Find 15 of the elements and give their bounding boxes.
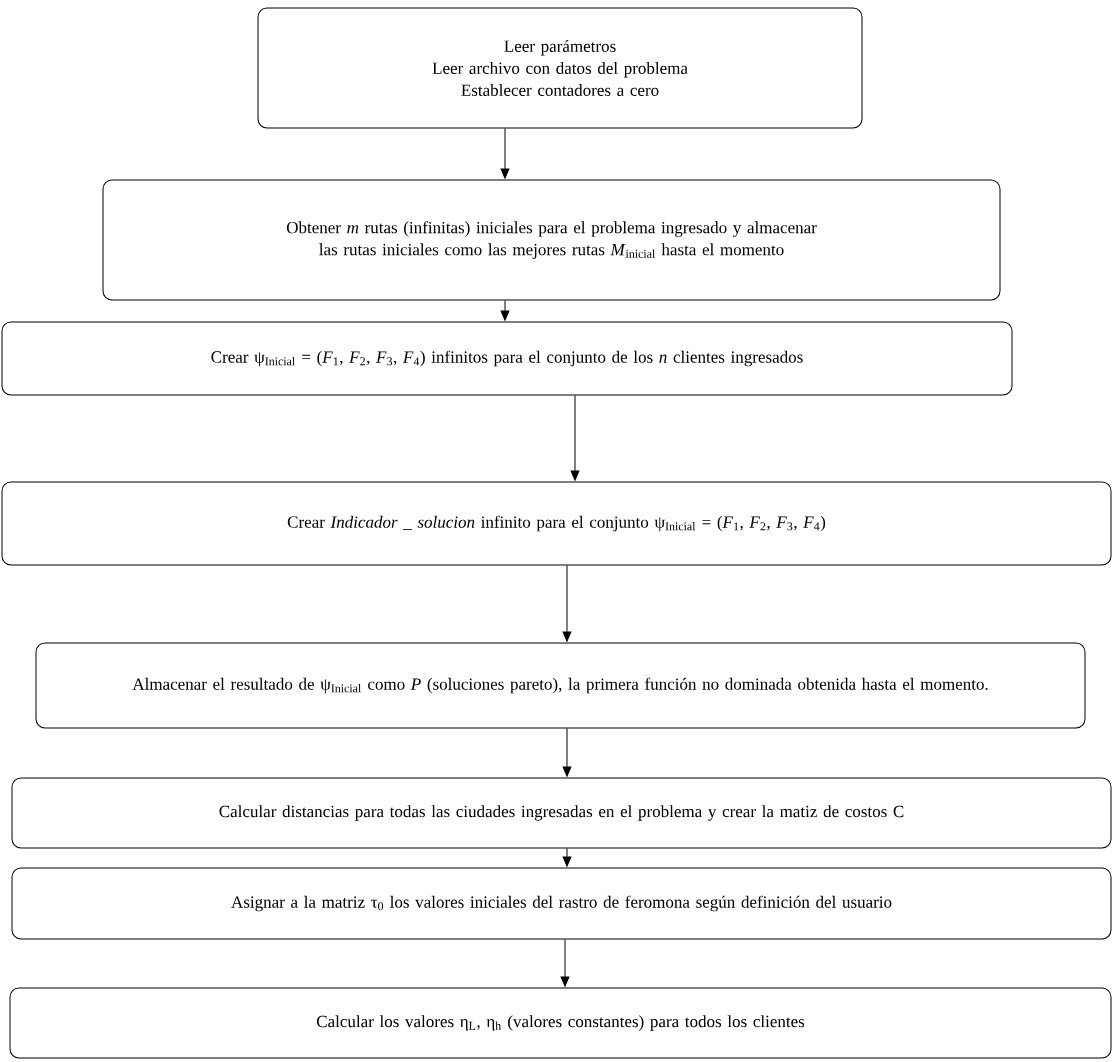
process-box: Calcular distancias para todas las ciudades ingresadas en el problema y crear la matiz de costos C xyxy=(11,777,1112,849)
arrow xyxy=(562,848,572,867)
arrow xyxy=(500,127,510,179)
process-box: Calcular los valores η$_{L}$, η$_{h}$ (valores constantes) para todos los clientes xyxy=(9,987,1112,1059)
arrow xyxy=(562,728,572,777)
arrow xyxy=(562,565,572,642)
process-box: Leer parámetros Leer archivo con datos del problema Establecer contadores a cero xyxy=(257,7,863,129)
process-box: Almacenar el resultado de ψ$_{Inicial}$ como P (soluciones pareto), la primera función no dominada obtenida hasta el momento. xyxy=(35,642,1086,729)
process-box: Crear Indicador _ solucion infinito para el conjunto ψ$_{Inicial}$ = (F$_{1}$, F$_{2}$, F$_{3}$, F$_{4}$) xyxy=(1,481,1112,566)
arrow xyxy=(500,300,510,321)
arrow xyxy=(560,939,570,987)
process-box: Crear ψ$_{Inicial}$ = (F$_{1}$, F$_{2}$, F$_{3}$, F$_{4}$) infinitos para el conjunto de los n clientes ingresados xyxy=(1,321,1013,396)
process-box: Obtener m rutas (infinitas) iniciales para el problema ingresado y almacenar las rutas iniciales como las mejores rutas M$_{inicial}$ hasta el momento xyxy=(102,179,1001,301)
arrow xyxy=(570,395,580,481)
process-box: Asignar a la matriz τ$_{0}$ los valores iniciales del rastro de feromona según definición del usuario xyxy=(11,867,1112,940)
